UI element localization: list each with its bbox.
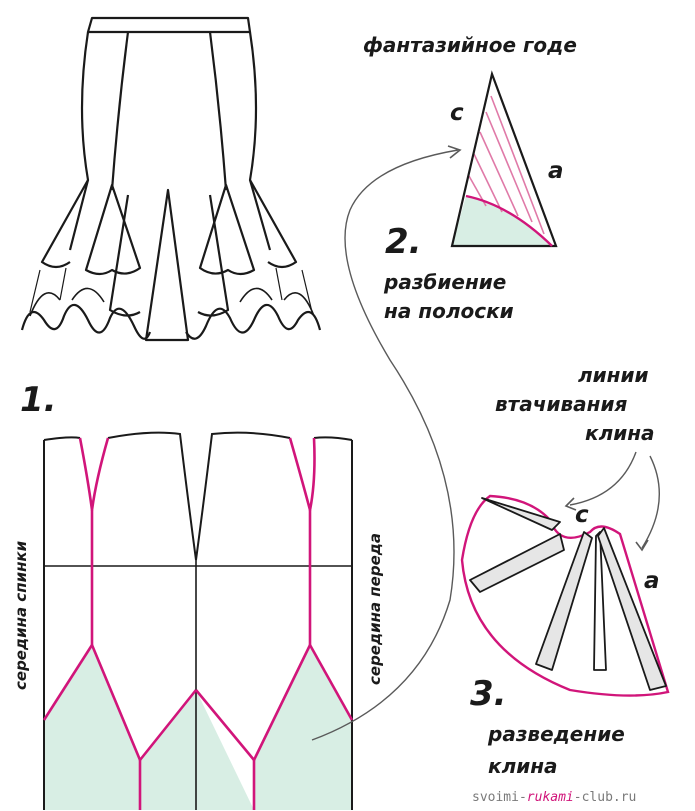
skirt-godet [249,179,298,269]
arrow-head [635,539,649,552]
skirt-panel-seam [110,31,130,191]
triangle-curve [465,194,553,247]
fan-strip [597,527,667,691]
watermark-part3: -club.ru [573,790,637,805]
seam-lines-caption-line1: линии [578,363,649,387]
skirt-illustration [20,16,322,342]
seam-lines-caption-line2: втачивания [495,392,628,416]
connector-arrows [311,145,660,741]
front-center-label: середина переда [366,533,384,685]
pattern-waist-front [195,431,291,561]
skirt-godet [84,183,142,276]
skirt-godet [198,183,256,276]
diagram-title: фантазийное годе [363,33,577,57]
back-center-label: середина спинки [12,540,30,690]
skirt-panel-seam [208,31,228,191]
pattern-godet-fill [44,645,140,760]
watermark[interactable]: svoimi-rukami-club.ru [472,790,636,805]
godet-fan-spread [460,494,670,697]
pattern-godet-fill [196,690,254,810]
fan-strip [593,531,607,671]
step-3-caption-line1: разведение [488,722,625,746]
skirt-godet [144,188,190,342]
triangle-hatching [468,95,545,235]
fan-strip [535,531,593,671]
watermark-part1: svoimi- [472,790,527,805]
pattern-godet-fill [140,690,196,810]
skirt-ruffle-hem [20,303,322,340]
step-3-number: 3. [470,674,507,714]
pattern-godet-fill [44,760,140,810]
seam-lines-caption-line3: клина [585,421,655,445]
skirt-waistband [86,16,252,34]
skirt-body-outline [68,31,272,251]
pattern-waist-back [107,431,197,561]
skirt-ruffle-inner [29,267,313,313]
arrow-seam-to-a [641,455,660,549]
step-1-number: 1. [20,380,57,420]
pattern-frame [43,436,353,810]
arrow-pattern-to-triangle [311,149,459,741]
flat-pattern [42,431,354,810]
fan-strip [481,497,561,531]
pattern-seam-lines [42,437,354,810]
triangle-side-a-label: a [548,158,564,184]
pattern-godet-fill [254,645,352,810]
step-2-caption-line1: разбиение [384,270,507,294]
watermark-part2: rukami [526,790,574,805]
step-2-caption-line2: на полоски [384,299,514,323]
skirt-godet [108,194,141,317]
arrow-head [564,497,577,511]
fan-side-a-label: a [644,568,660,594]
fan-strips [469,497,667,691]
skirt-ruffle-inner [29,287,315,317]
triangle-outline [450,70,558,248]
fan-strip [469,533,565,593]
step-3-caption-line2: клина [488,754,558,778]
arrow-seam-to-c [569,451,637,506]
skirt-godet [40,179,89,269]
step-2-number: 2. [385,222,422,262]
arrow-head [447,145,462,159]
fan-side-c-label: с [575,502,589,528]
godet-triangle-split [450,70,558,248]
skirt-godet [197,194,230,317]
triangle-fill-lower [452,196,552,246]
triangle-side-c-label: с [450,100,464,126]
